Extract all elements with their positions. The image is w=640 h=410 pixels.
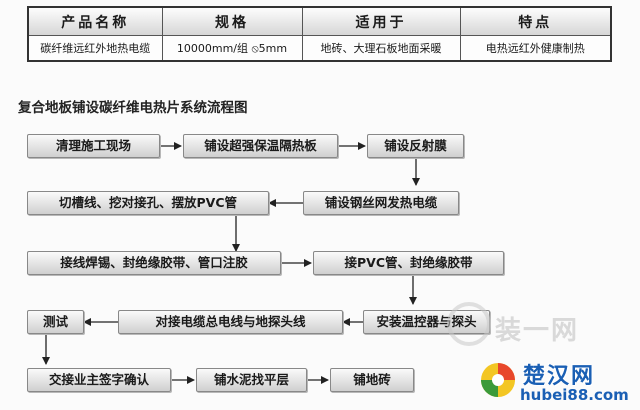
watermark-brand: 楚汉网 [523,364,596,389]
step-solder-wiring: 接线焊锡、封绝缘胶带、管口注胶 [27,251,281,275]
step-clean-site: 清理施工现场 [27,134,160,158]
step-reflective-film: 铺设反射膜 [367,134,464,158]
step-insulation-board: 铺设超强保温隔热板 [183,134,338,158]
header-applicable: 适用于 [301,6,461,36]
step-cut-grooves: 切槽线、挖对接孔、摆放PVC管 [27,191,269,215]
product-spec-table: 产品名称 规格 适用于 特点 碳纤维远红外地热电缆 10000mm/组 ⦸5mm… [27,6,612,62]
cell-spec: 10000mm/组 ⦸5mm [161,35,303,62]
flowchart-title: 复合地板铺设碳纤维电热片系统流程图 [18,100,248,116]
header-product-name: 产品名称 [27,6,163,36]
step-test: 测试 [27,310,84,334]
header-spec: 规格 [161,6,303,36]
watermark-logo-icon [481,363,515,397]
cell-features: 电热远红外健康制热 [459,35,612,62]
watermark-ring-icon [447,302,491,346]
step-heating-cable: 铺设钢丝网发热电缆 [303,191,459,215]
step-lay-tiles: 铺地砖 [330,368,414,392]
step-connect-main-wire: 对接电缆总电线与地探头线 [118,310,343,334]
cell-product-name: 碳纤维远红外地热电缆 [27,35,163,62]
step-cement-leveling: 铺水泥找平层 [196,368,307,392]
table-row: 碳纤维远红外地热电缆 10000mm/组 ⦸5mm 地砖、大理石板地面采暖 电热… [27,35,612,62]
watermark-gray-text: 装一网 [495,316,580,346]
watermark-domain: hubei88.com [520,386,629,404]
step-owner-signoff: 交接业主签字确认 [27,368,171,392]
cell-applicable: 地砖、大理石板地面采暖 [301,35,461,62]
header-features: 特点 [459,6,612,36]
step-connect-pvc: 接PVC管、封绝缘胶带 [313,251,504,275]
table-header-row: 产品名称 规格 适用于 特点 [27,6,612,36]
